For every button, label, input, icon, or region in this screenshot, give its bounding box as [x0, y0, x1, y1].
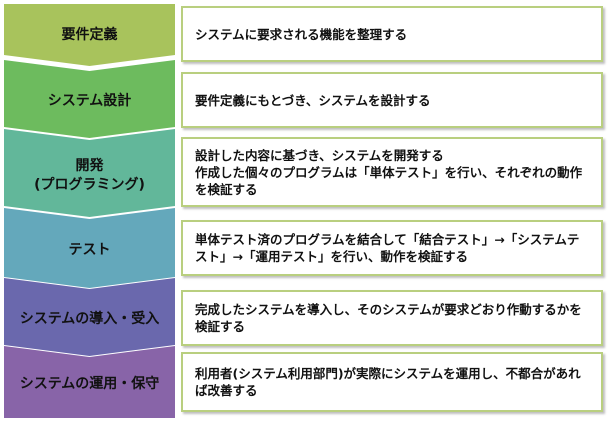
stage-label: 開発 (プログラミング) [34, 157, 145, 193]
stage-description: 完成したシステムを導入し、そのシステムが要求どおり作動するかを検証する [195, 302, 582, 334]
stage-chevron: システムの導入・受入 [4, 278, 175, 356]
stage-label: 要件定義 [61, 26, 118, 43]
stage-label: テスト [68, 242, 111, 258]
stage-label: システム設計 [47, 93, 132, 109]
stage-chevron: 開発 (プログラミング) [4, 129, 175, 217]
stage-description: 単体テスト済のプログラムを結合して「結合テスト」→「システムテスト」→「運用テス… [195, 232, 580, 264]
stage-chevron: 要件定義 [4, 4, 175, 66]
stage-description: 要件定義にもとづき、システムを設計する [195, 92, 431, 108]
stage-description: システムに要求される機能を整理する [195, 26, 408, 42]
stage-description-box: 要件定義にもとづき、システムを設計する [181, 72, 603, 128]
stage-description-box: 設計した内容に基づき、システムを開発する 作成した個々のプログラムは「単体テスト… [181, 137, 603, 207]
stage-label: システムの導入・受入 [19, 311, 160, 327]
stage-description-box: 完成したシステムを導入し、そのシステムが要求どおり作動するかを検証する [181, 290, 603, 346]
stage-description: 利用者(システム利用部門)が実際にシステムを運用し、不都合があれば改善する [195, 366, 581, 398]
stage-chevron: システム設計 [4, 60, 175, 138]
stage-label: システムの運用・保守 [19, 376, 160, 392]
stage-chevron: システムの運用・保守 [4, 346, 175, 418]
stage-description-box: 利用者(システム利用部門)が実際にシステムを運用し、不都合があれば改善する [181, 352, 603, 412]
stage-description: 設計した内容に基づき、システムを開発する 作成した個々のプログラムは「単体テスト… [195, 147, 583, 197]
stage-description-box: システムに要求される機能を整理する [181, 6, 603, 62]
stage-description-box: 単体テスト済のプログラムを結合して「結合テスト」→「システムテスト」→「運用テス… [181, 220, 603, 276]
stage-chevron: テスト [4, 208, 175, 288]
